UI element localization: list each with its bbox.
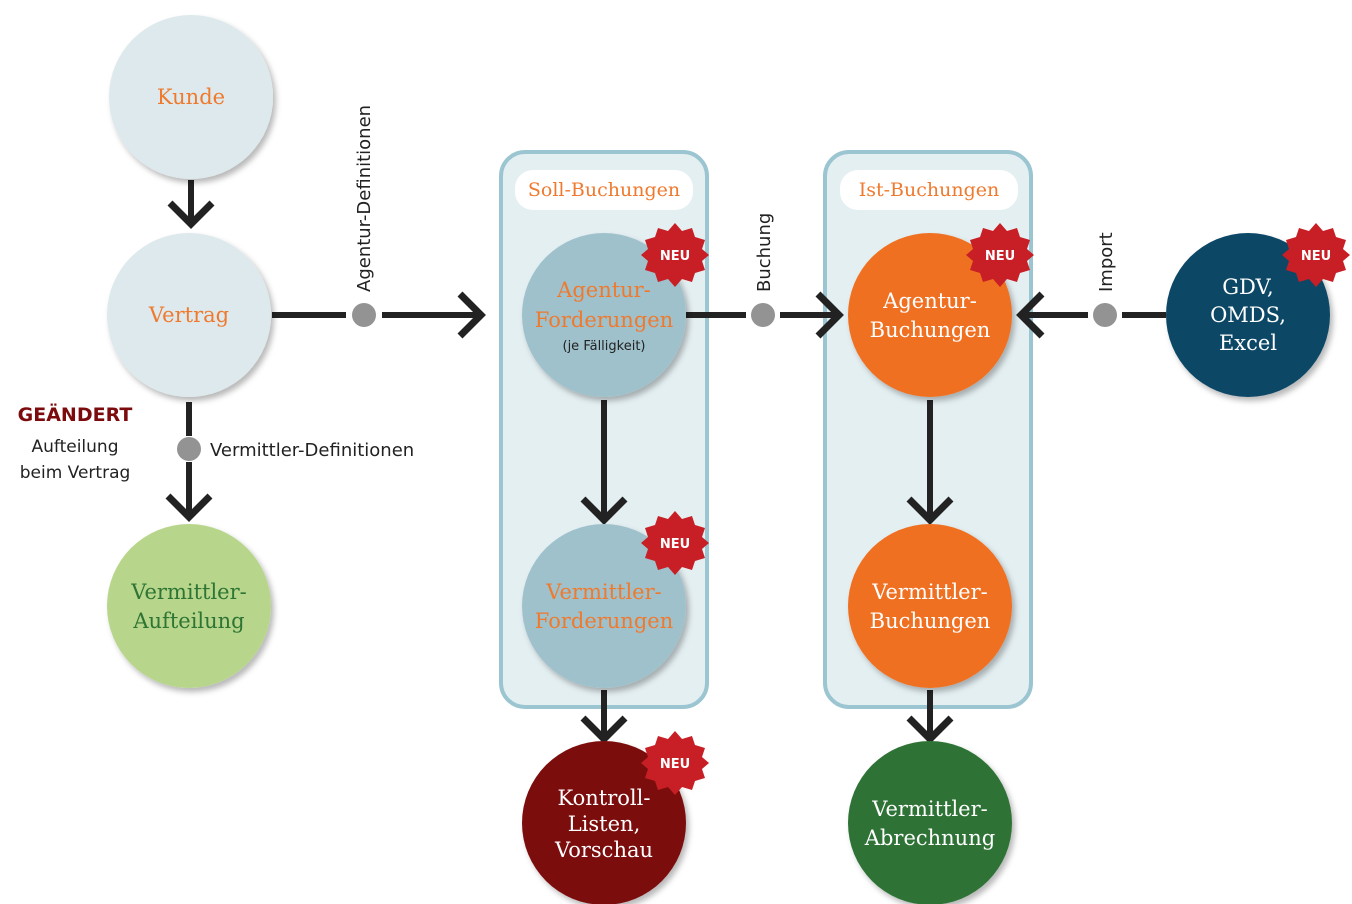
neu-badge-import-source: NEU	[1282, 223, 1350, 287]
node-vermittler-aufteilung-line-1: Vermittler-	[130, 580, 247, 604]
changed-line-1: Aufteilung	[31, 437, 118, 457]
neu-badge-text: NEU	[660, 757, 690, 772]
neu-badge-vermittler-forderungen: NEU	[641, 511, 709, 575]
node-agentur-buchungen-line-2: Buchungen	[870, 318, 991, 342]
neu-badge-starburst-icon	[641, 731, 709, 795]
node-import-source-line-2: OMDS,	[1210, 303, 1286, 327]
neu-badge-text: NEU	[985, 249, 1015, 264]
agentur-to-vermittler-buchungen-arrowhead	[906, 496, 954, 525]
neu-badge-starburst-icon	[1282, 223, 1350, 287]
agentur-definitionen-label: Agentur-Definitionen	[354, 105, 375, 292]
node-kontroll-listen-line-3: Vorschau	[554, 838, 653, 862]
node-agentur-forderungen: Agentur- Forderungen (je Fälligkeit)	[522, 233, 686, 397]
neu-badge-kontroll-listen: NEU	[641, 731, 709, 795]
buchung-dot	[751, 303, 775, 327]
node-agentur-buchungen-line-1: Agentur-	[882, 289, 977, 313]
vermittler-definitionen-dot	[177, 437, 201, 461]
node-vermittler-buchungen: Vermittler- Buchungen	[848, 524, 1012, 688]
import-arrowhead	[1016, 291, 1045, 339]
vertrag-to-soll-arrowhead	[457, 291, 486, 339]
node-vertrag: Vertrag	[107, 233, 271, 397]
buchung-label: Buchung	[754, 213, 775, 292]
agentur-definitionen-dot	[352, 303, 376, 327]
changed-line-2: beim Vertrag	[20, 463, 131, 483]
node-kunde: Kunde	[109, 15, 273, 179]
node-import-source: GDV, OMDS, Excel	[1166, 233, 1330, 397]
node-vermittler-aufteilung-line-2: Aufteilung	[132, 609, 244, 633]
connector-lines	[165, 180, 1166, 744]
node-vermittler-buchungen-line-2: Buchungen	[870, 609, 991, 633]
node-vertrag-label: Vertrag	[148, 303, 229, 327]
vermittler-forderungen-to-kontroll-arrowhead	[580, 715, 628, 744]
ist-buchungen-title: Ist-Buchungen	[859, 179, 1000, 201]
changed-title: GEÄNDERT	[18, 402, 133, 426]
neu-badge-text: NEU	[1301, 249, 1331, 264]
kunde-to-vertrag-arrowhead	[167, 200, 215, 229]
neu-badge-starburst-icon	[641, 511, 709, 575]
node-agentur-forderungen-line-1: Agentur-	[556, 278, 651, 302]
neu-badge-agentur-buchungen: NEU	[966, 223, 1034, 287]
import-label: Import	[1096, 232, 1117, 292]
import-dot	[1093, 303, 1117, 327]
node-vermittler-abrechnung: Vermittler- Abrechnung	[848, 741, 1012, 904]
neu-badge-starburst-icon	[641, 223, 709, 287]
agentur-to-vermittler-forderungen-arrowhead	[580, 496, 628, 525]
node-kontroll-listen-line-1: Kontroll-	[558, 786, 651, 810]
node-agentur-forderungen-line-2: Forderungen	[535, 308, 673, 332]
node-kontroll-listen-line-2: Listen,	[568, 812, 641, 836]
node-kunde-label: Kunde	[157, 85, 225, 109]
neu-badge-text: NEU	[660, 249, 690, 264]
vermittler-definitionen-label: Vermittler-Definitionen	[210, 440, 414, 461]
soll-to-ist-arrowhead	[815, 291, 844, 339]
node-vermittler-forderungen-line-1: Vermittler-	[545, 580, 662, 604]
node-vermittler-forderungen-line-2: Forderungen	[535, 609, 673, 633]
vertrag-to-aufteilung-arrowhead	[165, 493, 213, 522]
node-import-source-line-1: GDV,	[1222, 275, 1273, 299]
node-agentur-buchungen: Agentur- Buchungen	[848, 233, 1012, 397]
neu-badge-starburst-icon	[966, 223, 1034, 287]
node-vermittler-abrechnung-line-2: Abrechnung	[864, 826, 995, 850]
node-vermittler-aufteilung: Vermittler- Aufteilung	[107, 524, 271, 688]
node-vermittler-buchungen-line-1: Vermittler-	[871, 580, 988, 604]
node-import-source-line-3: Excel	[1219, 331, 1277, 355]
node-agentur-forderungen-line-3: (je Fälligkeit)	[563, 339, 646, 354]
vermittler-buchungen-to-abrechnung-arrowhead	[906, 715, 954, 744]
neu-badge-text: NEU	[660, 537, 690, 552]
changed-annotation: GEÄNDERT Aufteilung beim Vertrag	[18, 402, 133, 483]
connector-dots	[177, 303, 1117, 461]
soll-buchungen-title: Soll-Buchungen	[528, 179, 680, 201]
node-vermittler-forderungen: Vermittler- Forderungen	[522, 524, 686, 688]
node-kontroll-listen: Kontroll- Listen, Vorschau	[522, 741, 686, 904]
node-vermittler-abrechnung-line-1: Vermittler-	[871, 797, 988, 821]
neu-badge-agentur-forderungen: NEU	[641, 223, 709, 287]
